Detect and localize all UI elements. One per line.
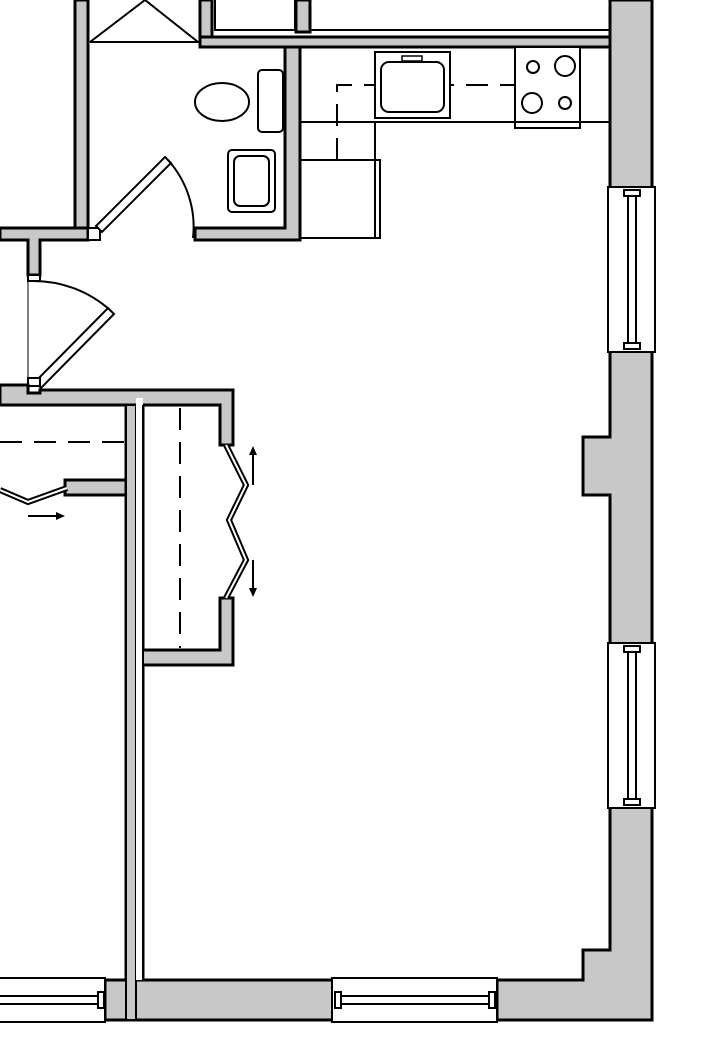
entry-door xyxy=(27,274,116,390)
bathroom xyxy=(0,0,302,277)
window-bottom-center xyxy=(331,977,498,1023)
bifold-door-left xyxy=(0,485,69,520)
upper-rooms xyxy=(89,0,611,43)
kitchen xyxy=(299,46,610,239)
toilet-bowl xyxy=(194,82,250,122)
window-right-lower xyxy=(607,642,656,809)
closet-walls xyxy=(0,383,235,1021)
stove xyxy=(514,46,581,129)
top-wall xyxy=(198,35,654,49)
toilet-tank xyxy=(257,69,284,133)
window-bottom-left xyxy=(0,977,106,1023)
bathroom-door xyxy=(94,155,195,239)
right-exterior-wall xyxy=(495,0,654,1022)
bifold-door-closet xyxy=(223,443,257,600)
window-right-upper xyxy=(607,186,656,353)
kitchen-sink xyxy=(374,51,451,119)
bathroom-sink xyxy=(227,149,276,213)
